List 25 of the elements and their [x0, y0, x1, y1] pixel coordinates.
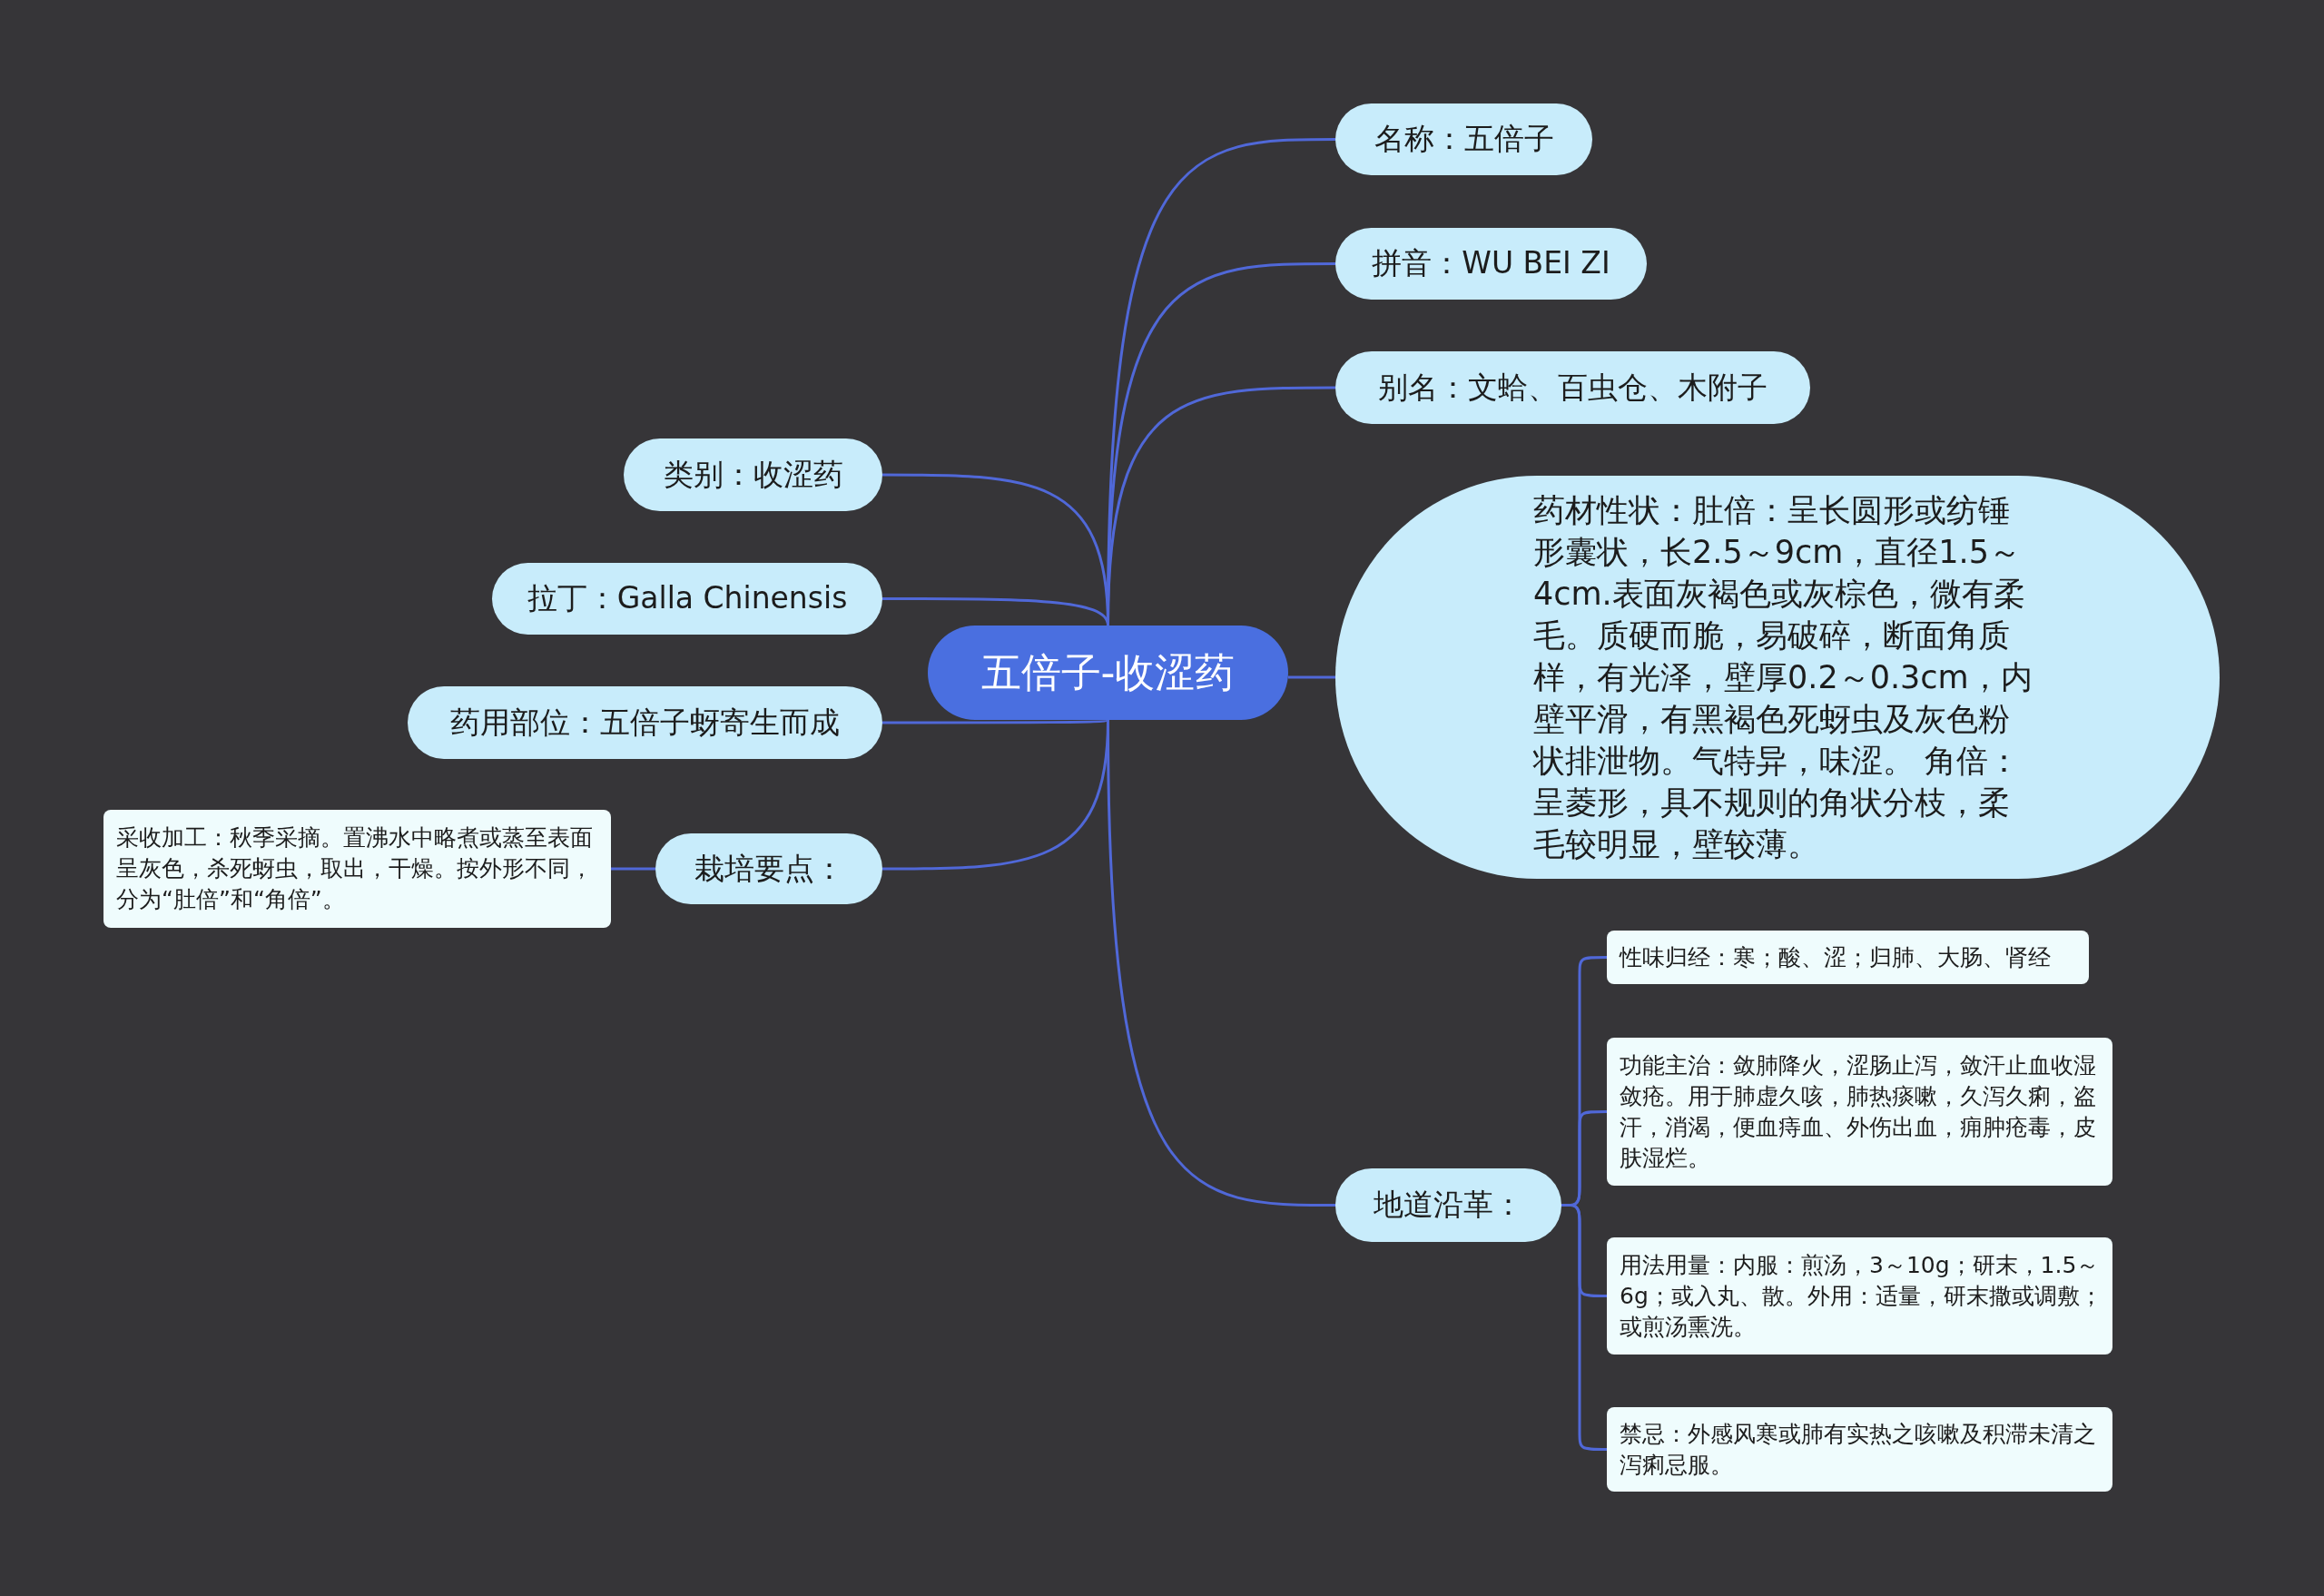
node-text: 禁忌：外感风寒或肺有实热之咳嗽及积滞未清之泻痢忌服。 [1620, 1419, 2097, 1480]
node-text: 功能主治：敛肺降火，涩肠止泻，敛汗止血收湿敛疮。用于肺虚久咳，肺热痰嗽，久泻久痢，盗汗，消渴，便血痔血、外伤出血，痈肿疮毒，皮肤湿烂。 [1620, 1050, 2097, 1173]
node-text: 别名：文蛤、百虫仓、木附子 [1378, 368, 1768, 407]
node-text: 采收加工：秋季采摘。置沸水中略煮或蒸至表面呈灰色，杀死蚜虫，取出，干燥。按外形不同，分为“肚倍”和“角倍”。 [116, 823, 594, 914]
node-text: 用法用量：内服：煎汤，3～10g；研末，1.5～6g；或入丸、散。外用：适量，研末撒或调敷；或煎汤熏洗。 [1620, 1250, 2103, 1342]
note-card [1607, 1407, 2112, 1492]
node-text: 药用部位：五倍子蚜寄生而成 [450, 703, 840, 742]
node-text: 名称：五倍子 [1374, 120, 1554, 158]
node-text: 性味归经：寒；酸、涩；归肺、大肠、肾经 [1620, 942, 2051, 972]
note-card [1607, 1237, 2112, 1355]
node-text: 类别：收涩药 [663, 455, 843, 494]
node-text: 栽培要点： [694, 849, 844, 888]
connector-line [1288, 675, 1335, 679]
node-text: 药材性状：肚倍：呈长圆形或纺锤形囊状，长2.5～9cm，直径1.5～4cm.表面灰褐色或灰棕色，微有柔毛。质硬而脆，易破碎，断面角质样，有光泽，壁厚0.2～0.3cm，内壁平滑，有黑褐色死蚜虫及灰色粉状排泄物。气特异，味涩。 角倍：呈菱形，具不规则的角状分枝，柔毛较明显，壁较薄。 [1533, 491, 2034, 864]
note-card [1607, 931, 2089, 984]
connector-line [611, 867, 655, 871]
note-card [1607, 1038, 2112, 1186]
note-card [103, 810, 611, 928]
connector-line [882, 718, 1108, 724]
node-text: 拉丁：Galla Chinensis [527, 579, 848, 617]
connector-line [1107, 719, 1335, 1207]
node-text: 地道沿革： [1374, 1186, 1523, 1224]
connector-line [882, 597, 1109, 626]
node-text: 五倍子-收涩药 [980, 647, 1236, 697]
node-text: 拼音：WU BEI ZI [1372, 244, 1610, 282]
